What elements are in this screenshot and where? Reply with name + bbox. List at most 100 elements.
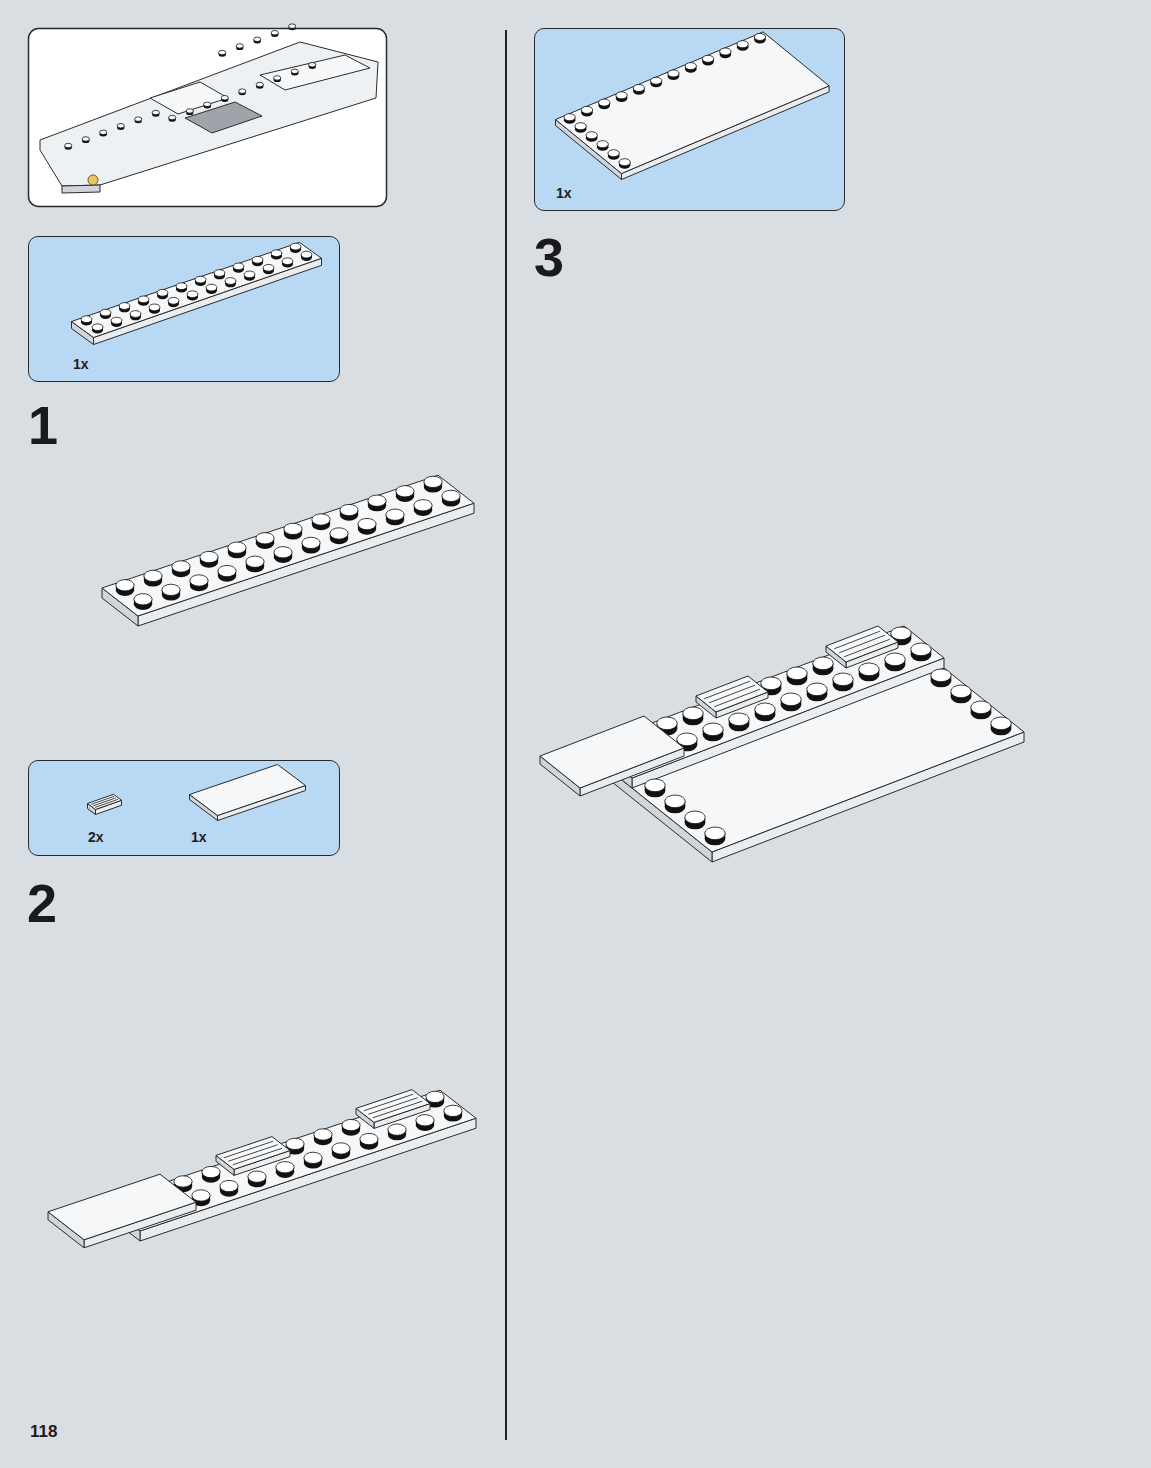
stud	[111, 317, 122, 327]
step-number: 3	[534, 230, 564, 284]
drawing-stroke	[256, 82, 263, 86]
drawing-stroke	[144, 570, 162, 581]
stud	[214, 270, 225, 280]
plate-front	[94, 258, 322, 344]
stud	[190, 575, 208, 591]
stud	[117, 124, 124, 130]
stud	[737, 41, 748, 51]
drawing-stroke	[206, 284, 217, 291]
stud	[599, 99, 610, 109]
stud	[200, 551, 218, 567]
stud	[168, 297, 179, 307]
stud	[291, 69, 298, 75]
drawing-stroke	[426, 1091, 444, 1102]
plate-top	[88, 794, 122, 809]
stud	[787, 667, 807, 685]
stud	[256, 82, 263, 88]
stud	[581, 106, 592, 116]
stud	[330, 528, 348, 544]
stud	[619, 159, 630, 169]
drawing-stroke	[246, 556, 264, 567]
stud	[424, 476, 442, 492]
stud	[92, 324, 103, 334]
grille-slot	[714, 689, 760, 707]
drawing-stroke	[386, 509, 404, 520]
plate-top	[696, 676, 768, 712]
drawing-stroke	[619, 159, 630, 166]
drawing-stroke	[119, 303, 130, 310]
drawing-stroke	[192, 1190, 210, 1201]
part-count: 1x	[556, 186, 572, 200]
stud	[172, 561, 190, 577]
stud	[312, 514, 330, 530]
stud	[254, 37, 261, 43]
part-count: 2x	[88, 830, 104, 844]
drawing-stroke	[100, 130, 107, 134]
drawing-stroke	[116, 580, 134, 591]
submodel-grey-tile	[185, 102, 262, 133]
drawing-stroke	[657, 717, 677, 730]
stud	[754, 33, 765, 43]
drawing-stroke	[176, 283, 187, 290]
drawing-stroke	[204, 102, 211, 106]
drawing-stroke	[665, 795, 685, 808]
drawing-stroke	[274, 547, 292, 558]
drawing-stroke	[284, 523, 302, 534]
drawing-stroke	[645, 779, 665, 792]
drawing-stroke	[597, 141, 608, 148]
drawing-stroke	[200, 551, 218, 562]
drawing-stroke	[368, 495, 386, 506]
stud	[885, 653, 905, 671]
stud	[100, 130, 107, 136]
stud	[645, 779, 665, 797]
stud	[289, 24, 296, 30]
drawing-stroke	[236, 44, 243, 48]
stud	[309, 63, 316, 69]
drawing-stroke	[424, 476, 442, 487]
drawing-stroke	[951, 685, 971, 698]
grille-slot	[91, 796, 114, 804]
stud	[202, 1166, 220, 1182]
submodel-edge	[62, 185, 100, 193]
drawing-stroke	[100, 309, 111, 316]
drawing-stroke	[702, 55, 713, 62]
drawing-stroke	[416, 1115, 434, 1126]
drawing-stroke	[444, 1105, 462, 1116]
stud	[65, 143, 72, 149]
stud	[284, 523, 302, 539]
stud	[218, 565, 236, 581]
stud	[358, 518, 376, 534]
stud	[135, 117, 142, 123]
plate-top	[540, 716, 684, 788]
grille-slot	[95, 799, 118, 807]
drawing-stroke	[271, 31, 278, 35]
stud	[176, 283, 187, 293]
stud	[388, 1124, 406, 1140]
stud	[302, 537, 320, 553]
stud	[130, 311, 141, 321]
drawing-stroke	[274, 76, 281, 80]
drawing-stroke	[220, 1180, 238, 1191]
drawing-stroke	[859, 663, 879, 676]
stud	[138, 296, 149, 306]
drawing-stroke	[616, 92, 627, 99]
drawing-stroke	[244, 271, 255, 278]
stud	[703, 723, 723, 741]
stud	[685, 811, 705, 829]
drawing-stroke	[633, 84, 644, 91]
drawing-stroke	[677, 733, 697, 746]
grille-slot	[233, 1148, 282, 1165]
stud	[204, 102, 211, 108]
stud	[813, 657, 833, 675]
drawing-stroke	[737, 41, 748, 48]
stud	[650, 77, 661, 87]
drawing-stroke	[703, 723, 723, 736]
stud	[360, 1133, 378, 1149]
stud	[931, 669, 951, 687]
stud	[859, 663, 879, 681]
drawing-stroke	[228, 542, 246, 553]
drawing-stroke	[650, 77, 661, 84]
part-count: 1x	[191, 830, 207, 844]
stud	[991, 717, 1011, 735]
stud	[274, 547, 292, 563]
